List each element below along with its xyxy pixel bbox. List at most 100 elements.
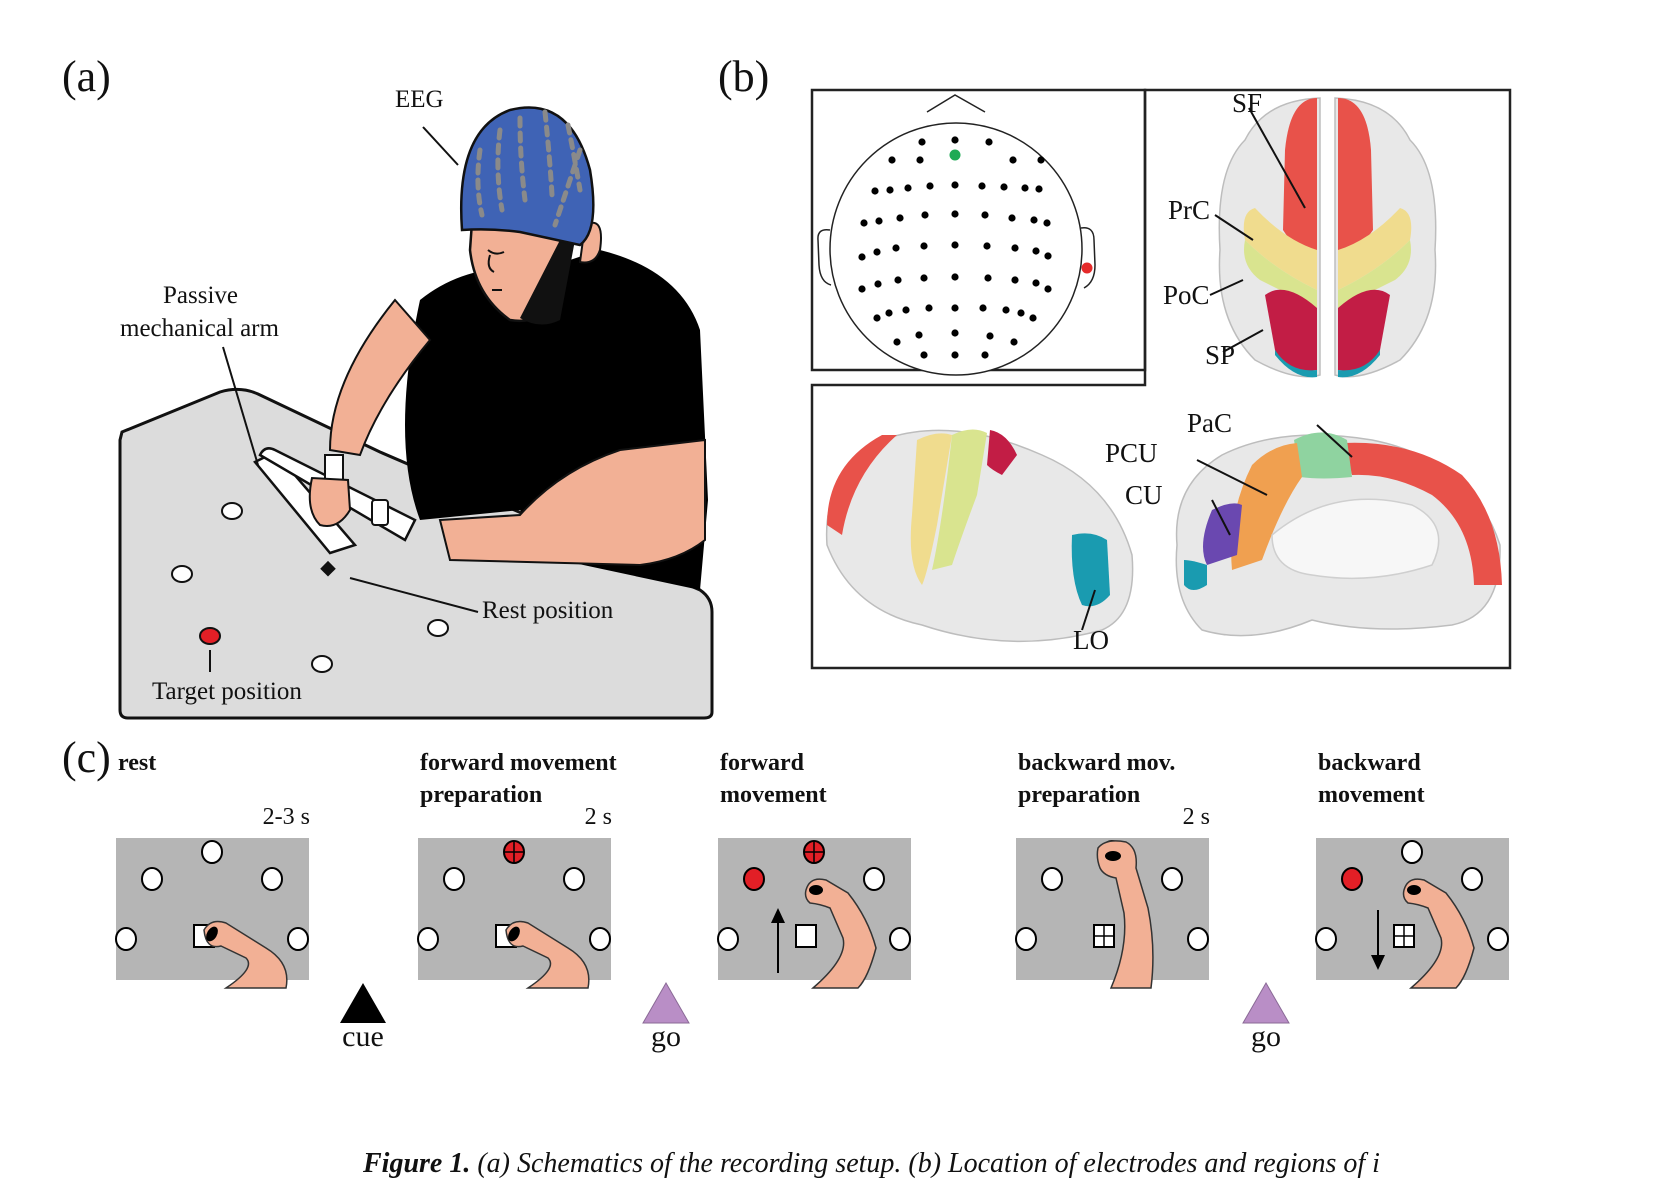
eeg-electrode-montage [817,94,1096,376]
phase-title: backward mov. [1018,750,1176,776]
position-marker [221,502,243,520]
electrode [1017,309,1025,317]
region-poc-right [1338,240,1411,308]
target-position [563,867,585,891]
electrode [1043,219,1051,227]
eeg-label: EEG [395,86,444,113]
electrode [985,138,993,146]
phase-title-line2: preparation [420,782,543,808]
electrode [981,351,989,359]
figure-caption-text: (a) Schematics of the recording setup. (… [470,1148,1380,1179]
target-position [141,867,163,891]
target-position [863,867,885,891]
electrode [902,306,910,314]
electrode [1010,338,1018,346]
region-label-sf: SF [1232,88,1263,118]
electrode [873,314,881,322]
target-position [1487,927,1509,951]
electrode [951,304,959,312]
region-label-cu: CU [1125,480,1163,510]
electrode [858,285,866,293]
position-marker [311,655,333,673]
electrode [978,182,986,190]
electrode [904,184,912,192]
electrode [920,242,928,250]
target-position-marker [199,627,221,645]
region-sf-lateral [827,435,897,535]
electrode [915,331,923,339]
electrode [1021,184,1029,192]
electrode-reference [1081,262,1093,274]
hand [308,476,352,527]
target-position [1461,867,1483,891]
rest-callout-line [349,577,479,613]
region-prc-right [1338,208,1412,290]
position-marker [427,619,449,637]
prc-callout-line [1214,214,1254,241]
rest-square [795,924,817,948]
position-marker [171,565,193,583]
electrode [893,338,901,346]
panel-b-label: (b) [718,52,770,101]
electrode [918,138,926,146]
chin-strap [520,240,575,325]
forearm [328,298,432,457]
electrode [979,304,987,312]
target-position [717,927,739,951]
eye [487,249,505,255]
electrode [1002,306,1010,314]
electrode [1009,156,1017,164]
trigger-cue-icon [340,983,386,1023]
electrode [892,244,900,252]
region-sf-medial [1344,442,1502,585]
region-lo-medial [1184,560,1207,590]
region-label-prc: PrC [1168,195,1211,225]
electrode [951,273,959,281]
sf-callout-line [1248,107,1306,209]
phase-scene [417,838,611,989]
target-position [417,927,439,951]
electrode [926,182,934,190]
electrode [874,280,882,288]
brain-top-view [1209,97,1437,378]
electrode [951,241,959,249]
lo-callout-line [1081,589,1096,631]
arm-callout-line [222,346,259,466]
electrode [951,329,959,337]
region-label-lo: LO [1073,625,1109,655]
arm-label-line2: mechanical arm [120,315,279,342]
electrode [925,304,933,312]
electrode [920,274,928,282]
phase-duration: 2 s [1182,804,1210,830]
right-ear-marker [1080,227,1096,289]
electrode [875,217,883,225]
phase-title-line2: preparation [1018,782,1141,808]
region-sp-right [1338,289,1390,371]
target-position [287,927,309,951]
electrode [951,136,959,144]
electrode [1000,183,1008,191]
electrode [1011,276,1019,284]
arm-right [438,438,706,567]
arm [1096,840,1154,989]
eeg-cap-electrodes [475,109,583,228]
electrode [886,186,894,194]
trigger-go-label: go [651,1020,681,1053]
phase-title-line2: movement [1318,782,1425,808]
electrode [888,156,896,164]
electrode [1044,285,1052,293]
target-position [1315,927,1337,951]
phase-title-line2: movement [720,782,827,808]
electrode [920,351,928,359]
region-pcu-medial [1231,443,1302,570]
phase-scene [1015,838,1209,989]
target-position [201,840,223,864]
electrode [860,219,868,227]
target-position [1161,867,1183,891]
electrode [1032,279,1040,287]
rest-position-label: Rest position [482,597,614,624]
pcu-callout-line [1196,459,1268,496]
phase-title: rest [118,750,157,776]
phase-scene [115,838,309,989]
electrode [951,181,959,189]
